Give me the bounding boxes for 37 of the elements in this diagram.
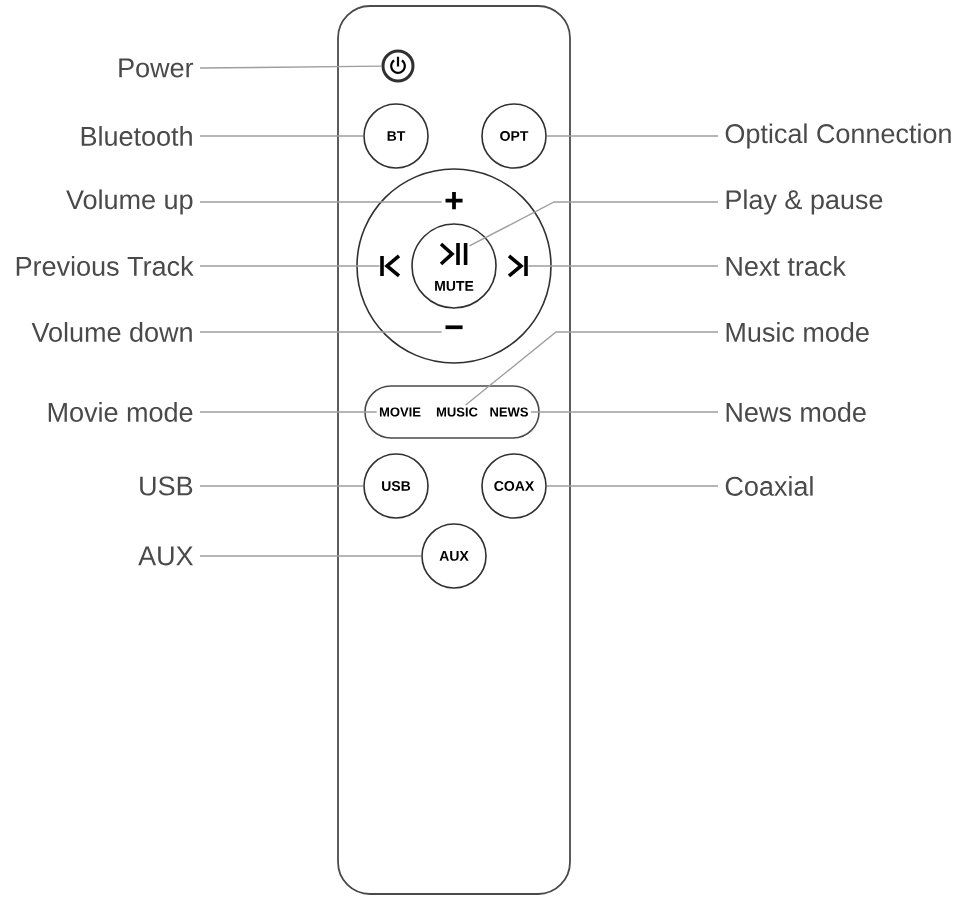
plus-sign: + <box>445 192 463 210</box>
callout-label: Coaxial <box>725 476 813 496</box>
leader-line <box>199 201 443 203</box>
callout-label: Volume up <box>66 189 193 215</box>
callout-label: Bluetooth <box>81 126 192 146</box>
callout-label: USB <box>140 476 193 496</box>
play-pause-icon <box>439 241 468 267</box>
leader-line <box>199 485 364 487</box>
leader-line <box>199 555 422 557</box>
d-pad-ring <box>356 168 552 364</box>
callout-label: AUX <box>138 546 194 566</box>
leader-line <box>199 265 381 267</box>
minus-sign: − <box>445 325 463 330</box>
callout-label: Play & pause <box>726 189 883 215</box>
remote-body <box>337 5 571 895</box>
previous-track-icon <box>380 254 401 278</box>
leader-line <box>199 65 383 69</box>
callout-label: Power <box>119 58 194 78</box>
next-track-icon <box>507 254 528 278</box>
leader-line <box>199 331 443 333</box>
callout-label: News mode <box>726 402 866 422</box>
callout-label: Previous Track <box>16 256 194 276</box>
leader-line <box>464 331 719 406</box>
leader-line <box>530 411 719 413</box>
leader-line <box>546 485 719 487</box>
leader-line <box>199 135 364 137</box>
leader-line <box>468 201 719 247</box>
callout-label: Volume down <box>31 322 192 342</box>
leader-line <box>527 265 719 267</box>
callout-label: Movie mode <box>48 402 193 422</box>
leader-line <box>546 135 719 137</box>
power-button <box>381 49 415 83</box>
callout-label: Music mode <box>726 322 869 342</box>
callout-label: Next track <box>726 256 846 276</box>
callout-label: Optical Connection <box>725 123 951 149</box>
mode-button <box>364 385 540 439</box>
leader-line <box>199 411 378 413</box>
